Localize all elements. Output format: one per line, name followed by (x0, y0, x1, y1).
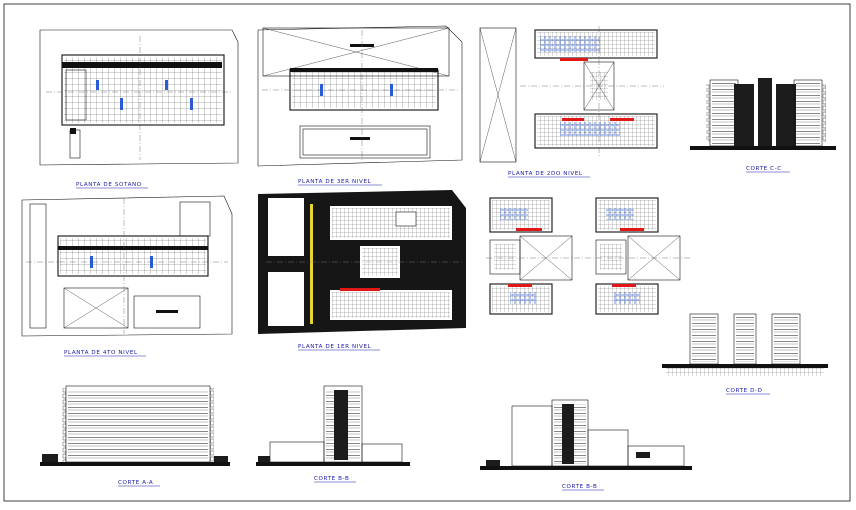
label-planta-4to-nivel: PLANTA DE 4TO NIVEL (64, 350, 138, 356)
section-b-b-right (480, 399, 692, 470)
plan-typical-right (486, 197, 690, 315)
label-planta-3er-nivel: PLANTA DE 3ER NIVEL (298, 179, 372, 185)
section-c-c (690, 78, 836, 150)
section-d-d (662, 313, 828, 376)
plan-third-level (257, 25, 463, 167)
plan-fourth-level (21, 195, 233, 337)
label-planta-1er-nivel: PLANTA DE 1ER NIVEL (298, 344, 372, 350)
label-corte-c-c: CORTE C-C (746, 166, 782, 172)
plan-typical-left (489, 197, 573, 315)
label-corte-b-b-center: CORTE B-B (314, 476, 349, 482)
label-corte-d-d: CORTE D-D (726, 388, 763, 394)
label-planta-sotano: PLANTA DE SOTANO (76, 182, 142, 188)
label-planta-2do-nivel: PLANTA DE 2DO NIVEL (508, 171, 583, 177)
section-a-a (40, 385, 230, 466)
plan-first-level (258, 190, 466, 334)
label-corte-a-a: CORTE A-A (118, 480, 153, 486)
label-corte-b-b-right: CORTE B-B (562, 484, 597, 490)
sheet-border (3, 3, 851, 502)
section-b-b-center (256, 385, 410, 466)
plan-second-level (479, 26, 664, 163)
plan-basement (39, 29, 239, 166)
